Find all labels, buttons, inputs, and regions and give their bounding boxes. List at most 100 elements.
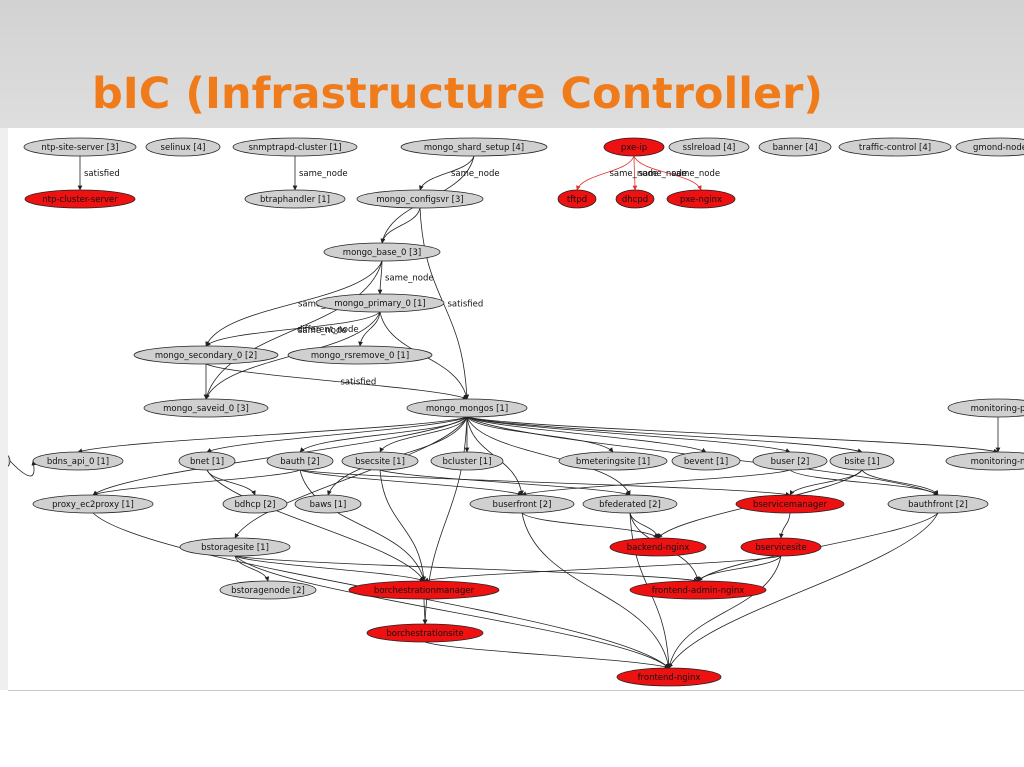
node-frontend_nginx: frontend-nginx (616, 667, 722, 687)
edge-label-mongo_base_0-to-mongo_primary_0: same_node (385, 274, 434, 284)
node-label: tftpd (567, 195, 587, 205)
edge-label-mongo_shard_setup-to-mongo_configsvr: same_node (451, 169, 500, 179)
node-bdns_api_0: bdns_api_0 [1] (32, 451, 124, 471)
node-pxe_nginx: pxe-nginx (666, 189, 736, 209)
edge-buser-to-bauthfront (789, 469, 939, 496)
edge-pxe_ip-to-dhcpd (632, 155, 638, 191)
edge-mongo_base_0-to-mongo_primary_0 (377, 260, 383, 295)
node-shape (348, 580, 500, 600)
node-btraphandler: btraphandler [1] (244, 189, 346, 209)
node-label: bservicesite (755, 543, 806, 553)
node-shape (603, 137, 665, 157)
node-selinux: selinux [4] (145, 137, 221, 157)
edge-bsite-to-bauthfront (861, 469, 939, 496)
edge-label-snmptrapd_cluster-to-btraphandler: same_node (299, 169, 348, 179)
node-shape (179, 537, 291, 557)
edge-label-pxe_ip-to-dhcpd: same_node (639, 169, 688, 179)
node-gmond_node: gmond-node (955, 137, 1024, 157)
node-shape (666, 189, 736, 209)
node-shape (469, 494, 575, 514)
node-ntp_cluster_server: ntp-cluster-server (24, 189, 136, 209)
node-label: mongo_rsremove_0 [1] (311, 351, 409, 361)
node-bdhcp: bdhcp [2] (222, 494, 288, 514)
node-ntp_site_server: ntp-site-server [3] (23, 137, 137, 157)
edge-bauth-to-buserfront (299, 469, 523, 496)
screenshot-left-edge (0, 128, 8, 690)
node-label: sslreload [4] (683, 143, 736, 153)
node-label: bnet [1] (190, 457, 224, 467)
edge-bauth-to-borchestrationmanager (299, 469, 426, 582)
node-label: proxy_ec2proxy [1] (52, 500, 134, 510)
node-borchestrationsite: borchestrationsite (366, 623, 484, 643)
node-shape (266, 451, 334, 471)
node-label: ntp-site-server [3] (41, 143, 118, 153)
node-shape (406, 398, 528, 418)
node-label: bdns_api_0 [1] (47, 457, 109, 467)
node-shape (557, 189, 597, 209)
nodes-layer: ntp-site-server [3] selinux [4] snmptrapd-… (8, 137, 1024, 687)
node-label: borchestrationmanager (374, 586, 475, 596)
node-label: bsecsite [1] (355, 457, 405, 467)
node-snmptrapd_cluster: snmptrapd-cluster [1] (232, 137, 358, 157)
node-label: bevent [1] (684, 457, 728, 467)
node-label: dhcpd (622, 195, 648, 205)
node-shape (294, 494, 362, 514)
node-shape (945, 451, 1024, 471)
node-shape (32, 451, 124, 471)
node-pxe_ip: pxe-ip (603, 137, 665, 157)
node-shape (244, 189, 346, 209)
node-borchestrationmanager: borchestrationmanager (348, 580, 500, 600)
node-label: monitoring-n (971, 457, 1024, 467)
node-shape (740, 537, 822, 557)
node-left_stub: ] (8, 454, 11, 468)
node-label: mongo_saveid_0 [3] (163, 404, 249, 414)
edge-bservicesite-to-frontend_admin_nginx (697, 555, 782, 582)
node-bsite: bsite [1] (829, 451, 895, 471)
edge-bauth-to-proxy_ec2proxy (92, 469, 301, 496)
node-label: bservicemanager (753, 500, 828, 510)
node-dhcpd: dhcpd (615, 189, 655, 209)
node-shape (629, 580, 767, 600)
node-label: bdhcp [2] (235, 500, 276, 510)
node-label: ntp-cluster-server (42, 195, 118, 205)
edge-borchestrationmanager-to-borchestrationsite (422, 598, 428, 625)
node-shape (219, 580, 317, 600)
node-shape (615, 189, 655, 209)
node-buserfront: buserfront [2] (469, 494, 575, 514)
node-bnet: bnet [1] (178, 451, 236, 471)
edge-label-mongo_base_0-to-mongo_saveid_0: same_node (298, 326, 347, 336)
edge-mongo_shard_setup-to-mongo_configsvr (419, 155, 475, 191)
node-shape (838, 137, 952, 157)
node-bmeteringsite: bmeteringsite [1] (558, 451, 668, 471)
edge-label-mongo_primary_0-to-mongo_secondary_0: different_node (297, 325, 359, 335)
edge-mongo_mongos-to-bfederated (466, 416, 631, 496)
edge-mongo_mongos-to-bnet (206, 416, 468, 453)
slide-title: bIC (Infrastructure Controller) (92, 69, 823, 119)
node-label: bsite [1] (844, 457, 880, 467)
node-label: bcluster [1] (442, 457, 491, 467)
node-frontend_admin_nginx: frontend-admin-nginx (629, 580, 767, 600)
edge-bnet-to-bdhcp (206, 469, 256, 496)
node-buser: buser [2] (752, 451, 828, 471)
edge-mongo_mongos-to-monitoring_n (466, 416, 999, 454)
node-label: buser [2] (771, 457, 810, 467)
node-tftpd: tftpd (557, 189, 597, 209)
node-shape (32, 494, 154, 514)
node-label: bauth [2] (280, 457, 319, 467)
edge-bnet-to-borchestrationmanager (206, 469, 425, 582)
node-shape (133, 345, 279, 365)
edge-mongo_mongos-to-buser (466, 416, 791, 453)
node-shape (887, 494, 989, 514)
node-shape (8, 454, 11, 468)
node-shape (558, 451, 668, 471)
slide-header: bIC (Infrastructure Controller) (0, 0, 1024, 128)
node-shape (616, 667, 722, 687)
node-label: frontend-admin-nginx (652, 586, 745, 596)
node-shape (668, 137, 750, 157)
node-label: mongo_primary_0 [1] (334, 299, 425, 309)
edge-mongo_base_0-to-mongo_secondary_0 (205, 260, 383, 347)
edge-bsecsite-to-borchestrationmanager (379, 469, 427, 582)
node-shape (222, 494, 288, 514)
edge-bstoragesite-to-frontend_nginx (234, 555, 670, 669)
